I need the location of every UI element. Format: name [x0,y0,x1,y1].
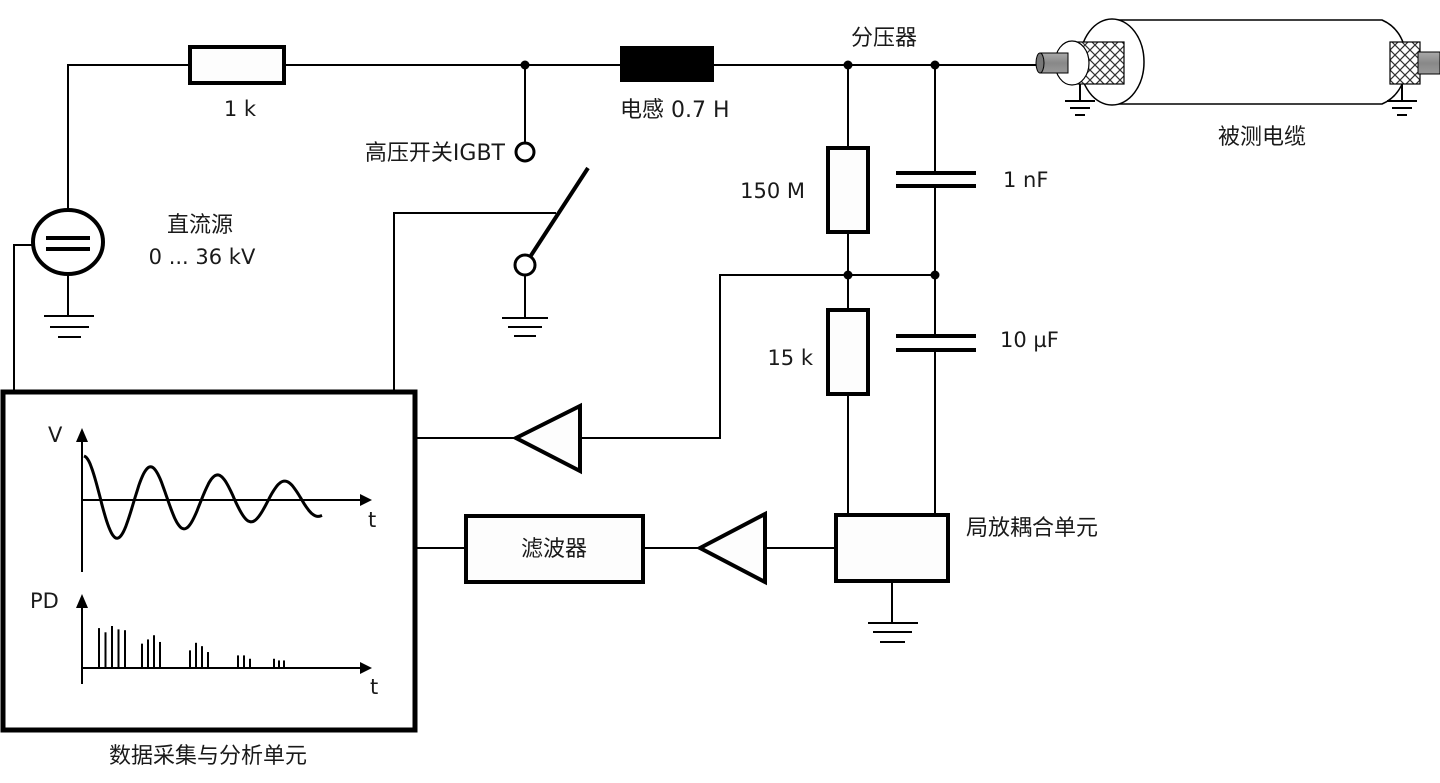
dc-source: 直流源 0 ... 36 kV [31,208,256,338]
daq-unit: 数据采集与分析单元 V t PD t [0,389,418,769]
cable-under-test: 被测电缆 [1035,18,1440,150]
top-bus-wire [67,64,1040,275]
voltage-y-label: V [48,423,63,447]
voltage-plot: V t [48,423,376,572]
resistor-150m-label: 150 M [740,179,805,203]
dc-source-rating: 0 ... 36 kV [149,245,256,269]
divider-label: 分压器 [851,26,917,51]
switch-blade [528,166,590,259]
inductor-label: 电感 0.7 H [620,98,730,123]
resistor-15k: 15 k [767,308,870,396]
damped-waveform [83,454,323,540]
voltage-amplifier [511,402,582,475]
switch-bottom-contact [513,253,537,277]
ground-icon [502,317,548,337]
igbt-switch-label: 高压开关IGBT [365,141,506,166]
x-axis-arrow-icon [360,494,372,506]
divider-tap-wire [580,274,935,439]
inductor: 电感 0.7 H [620,46,730,123]
igbt-control-wire [393,212,556,392]
resistor-150m: 150 M [740,146,870,234]
pd-x-label: t [370,675,378,699]
switch-top-contact [514,141,536,163]
filter-block: 滤波器 [464,514,645,584]
pd-y-label: PD [30,589,59,613]
ground-icon [868,622,918,643]
pd-coupling-unit: 局放耦合单元 [834,513,1098,643]
dc-source-name: 直流源 [167,213,233,238]
pd-coupling-unit-label: 局放耦合单元 [966,516,1098,541]
x-axis-arrow-icon [360,662,372,674]
resistor-1k: 1 k [188,45,286,121]
capacitor-1nf-label: 1 nF [1003,168,1048,192]
filter-label: 滤波器 [521,537,587,562]
capacitor-1nf: 1 nF [896,168,1048,192]
y-axis-arrow-icon [76,428,88,442]
daq-unit-label: 数据采集与分析单元 [109,744,307,769]
y-axis-arrow-icon [76,594,88,608]
capacitor-10uf-label: 10 µF [1000,328,1059,352]
cable-label: 被测电缆 [1218,125,1306,150]
junction-dot [930,270,940,280]
igbt-switch: 高压开关IGBT [365,141,590,337]
voltage-x-label: t [368,508,376,532]
ground-icon [44,315,94,338]
pd-pulses [98,626,285,668]
pd-plot: PD t [30,589,378,699]
resistor-15k-label: 15 k [767,346,813,370]
resistor-1k-label: 1 k [224,97,257,121]
pd-amplifier [695,510,767,586]
dc-source-control-wire [13,244,33,392]
capacitor-10uf: 10 µF [896,328,1059,352]
ground-icon [1387,100,1417,116]
junction-dot [843,270,853,280]
ground-icon [1065,100,1095,116]
